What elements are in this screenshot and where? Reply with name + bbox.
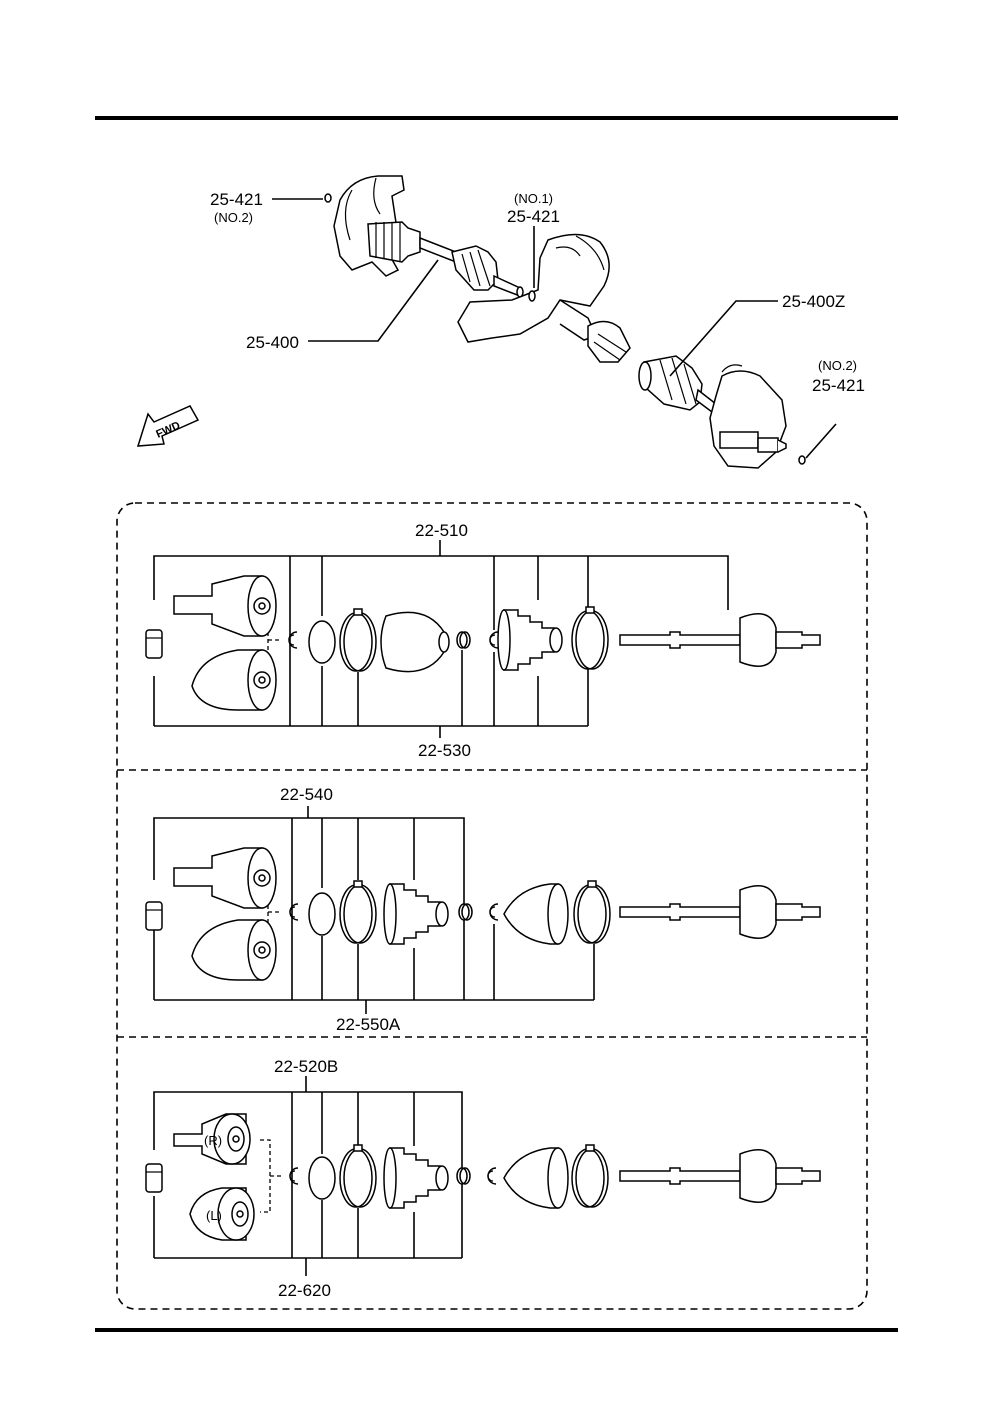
clip-no2-right bbox=[798, 455, 806, 465]
boot-bellows-2 bbox=[383, 883, 449, 945]
small-clip-1a bbox=[456, 631, 471, 649]
right-steering-knuckle bbox=[709, 364, 787, 469]
label-shaft-right: 25-400Z bbox=[782, 292, 845, 311]
kit-frame bbox=[116, 502, 868, 1310]
inner-joint-right: (R) bbox=[173, 1113, 251, 1165]
snap-ring-2b bbox=[489, 903, 499, 921]
label-clip-left-note: (NO.2) bbox=[214, 210, 253, 225]
boot-band-1b bbox=[571, 606, 609, 670]
axle-shaft-1 bbox=[619, 613, 821, 667]
small-clip-2 bbox=[458, 903, 473, 921]
plate-1 bbox=[308, 620, 336, 664]
clip-no2-left bbox=[324, 193, 332, 203]
grease-cap-1 bbox=[145, 629, 163, 659]
inner-joint-bell-2 bbox=[191, 919, 277, 981]
boot-cone-3 bbox=[503, 1147, 569, 1209]
small-clip-3 bbox=[456, 1167, 471, 1185]
boot-1a bbox=[380, 611, 450, 673]
label-clip-left-code: 25-421 bbox=[210, 190, 263, 209]
boot-cone-2 bbox=[503, 883, 569, 945]
boot-band-2a bbox=[339, 880, 377, 944]
label-clip-mid-note: (NO.1) bbox=[514, 191, 553, 206]
joint-right-mark: (R) bbox=[204, 1133, 222, 1148]
label-panel3-top: 22-520B bbox=[274, 1057, 338, 1076]
label-panel1-top: 22-510 bbox=[415, 521, 468, 540]
plate-2 bbox=[308, 892, 336, 936]
inner-joint-shaft-1 bbox=[173, 575, 277, 637]
boot-bellows-3 bbox=[383, 1147, 449, 1209]
clip-no1 bbox=[528, 290, 536, 302]
label-clip-right-code: 25-421 bbox=[812, 376, 865, 395]
label-panel2-bottom: 22-550A bbox=[336, 1015, 401, 1034]
right-drive-shaft bbox=[638, 355, 717, 414]
panel-3: (R) (L) 22-520B 22-620 bbox=[145, 1057, 821, 1300]
panel-2: 22-540 22-550A bbox=[145, 785, 821, 1034]
joint-left-mark: (L) bbox=[206, 1208, 222, 1223]
label-panel3-bottom: 22-620 bbox=[278, 1281, 331, 1300]
top-assembly: 25-421 (NO.2) (NO.1) 25-421 25-400 25-40… bbox=[136, 175, 865, 469]
snap-ring-3b bbox=[487, 1167, 497, 1185]
boot-band-2b bbox=[573, 880, 611, 944]
axle-shaft-2 bbox=[619, 885, 821, 939]
boot-band-3a bbox=[339, 1144, 377, 1208]
boot-band-3b bbox=[571, 1144, 609, 1208]
label-clip-right-note: (NO.2) bbox=[818, 358, 857, 373]
grease-cap-2 bbox=[145, 901, 163, 931]
differential-case bbox=[457, 233, 610, 343]
left-drive-shaft bbox=[367, 221, 524, 298]
boot-band-1a bbox=[339, 608, 377, 672]
label-panel1-bottom: 22-530 bbox=[418, 741, 471, 760]
axle-shaft-3 bbox=[619, 1149, 821, 1203]
inner-joint-shaft-2 bbox=[173, 847, 277, 909]
inner-joint-left: (L) bbox=[189, 1187, 255, 1241]
grease-cap-3 bbox=[145, 1163, 163, 1193]
fwd-arrow-icon: FWD bbox=[136, 405, 200, 447]
snap-ring-1b bbox=[489, 631, 499, 649]
inner-joint-bell-1 bbox=[191, 649, 277, 711]
boot-bellows-1 bbox=[497, 609, 563, 671]
label-clip-mid-code: 25-421 bbox=[507, 207, 560, 226]
right-output-joint bbox=[587, 320, 631, 363]
plate-3 bbox=[308, 1156, 336, 1200]
label-panel2-top: 22-540 bbox=[280, 785, 333, 804]
panel-1: 22-510 22-530 bbox=[145, 521, 821, 760]
label-shaft-left: 25-400 bbox=[246, 333, 299, 352]
